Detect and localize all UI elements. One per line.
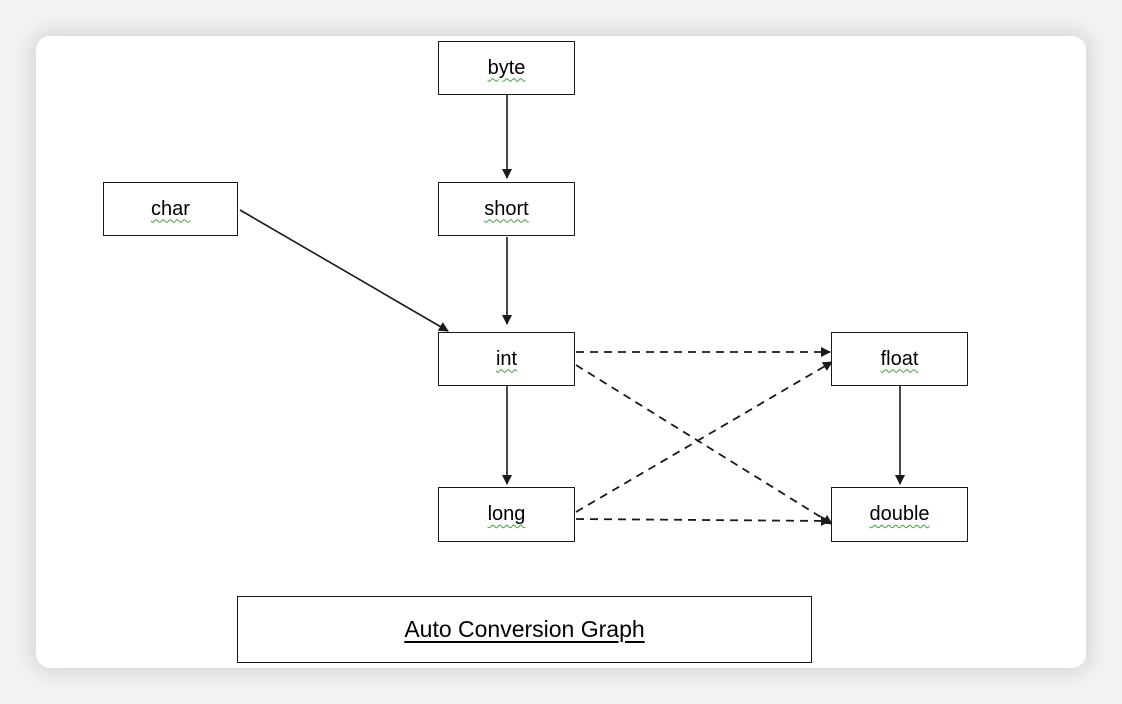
node-byte-label: byte xyxy=(487,56,526,79)
edge-char-int xyxy=(239,209,449,332)
node-double: double xyxy=(831,487,968,542)
node-short: short xyxy=(438,182,575,236)
node-char-label: char xyxy=(151,197,190,220)
node-byte: byte xyxy=(438,41,575,95)
edge-int-double xyxy=(575,364,833,525)
diagram-caption: Auto Conversion Graph xyxy=(237,596,812,663)
node-float: float xyxy=(831,332,968,386)
edge-long-float xyxy=(575,361,833,513)
node-float-label: float xyxy=(880,347,919,370)
node-long: long xyxy=(438,487,575,542)
node-char: char xyxy=(103,182,238,236)
node-int: int xyxy=(438,332,575,386)
node-long-label: long xyxy=(487,503,526,525)
diagram-caption-text: Auto Conversion Graph xyxy=(404,616,645,642)
node-double-label: double xyxy=(869,503,930,525)
node-int-label: int xyxy=(495,347,518,370)
node-short-label: short xyxy=(484,197,529,220)
edge-long-double xyxy=(575,515,831,526)
